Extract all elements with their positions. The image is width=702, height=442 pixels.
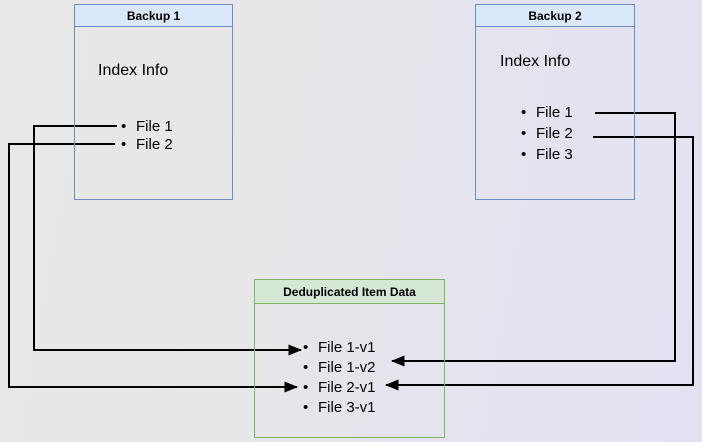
dedup-file-1-v2-label: File 1-v2 xyxy=(318,358,376,376)
backup2-box: Backup 2 xyxy=(475,4,635,200)
dedup-file-1-v1-label: File 1-v1 xyxy=(318,338,376,356)
dedup-file-1-v1: • File 1-v1 xyxy=(303,337,376,357)
backup1-file-2: • File 2 xyxy=(121,135,173,153)
dedup-file-3-v1: • File 3-v1 xyxy=(303,397,376,417)
backup2-index-info-label: Index Info xyxy=(500,53,571,70)
bullet-icon: • xyxy=(303,398,309,416)
backup2-file-list: • File 1 • File 2 • File 3 xyxy=(521,102,573,165)
backup1-box: Backup 1 xyxy=(74,4,233,200)
backup2-file-1: • File 1 xyxy=(521,102,573,123)
bullet-icon: • xyxy=(521,125,527,142)
backup2-file-2: • File 2 xyxy=(521,123,573,144)
bullet-icon: • xyxy=(521,146,527,163)
backup2-file-1-label: File 1 xyxy=(536,104,573,121)
backup1-file-1-label: File 1 xyxy=(136,117,173,135)
dedup-box: Deduplicated Item Data xyxy=(254,279,445,438)
backup1-file-2-label: File 2 xyxy=(136,135,173,153)
backup1-index-info-label: Index Info xyxy=(98,62,169,79)
backup2-file-3-label: File 3 xyxy=(536,146,573,163)
backup1-file-list: • File 1 • File 2 xyxy=(121,117,173,153)
bullet-icon: • xyxy=(121,117,127,135)
dedup-file-2-v1: • File 2-v1 xyxy=(303,377,376,397)
dedup-file-1-v2: • File 1-v2 xyxy=(303,357,376,377)
bullet-icon: • xyxy=(303,338,309,356)
dedup-item-list: • File 1-v1 • File 1-v2 • File 2-v1 • Fi… xyxy=(303,337,376,417)
backup2-title: Backup 2 xyxy=(476,5,634,27)
bullet-icon: • xyxy=(521,104,527,121)
backup2-file-3: • File 3 xyxy=(521,144,573,165)
bullet-icon: • xyxy=(121,135,127,153)
dedup-file-2-v1-label: File 2-v1 xyxy=(318,378,376,396)
dedup-file-3-v1-label: File 3-v1 xyxy=(318,398,376,416)
backup1-title: Backup 1 xyxy=(75,5,232,27)
dedup-title: Deduplicated Item Data xyxy=(255,280,444,304)
backup2-file-2-label: File 2 xyxy=(536,125,573,142)
backup1-file-1: • File 1 xyxy=(121,117,173,135)
bullet-icon: • xyxy=(303,378,309,396)
bullet-icon: • xyxy=(303,358,309,376)
